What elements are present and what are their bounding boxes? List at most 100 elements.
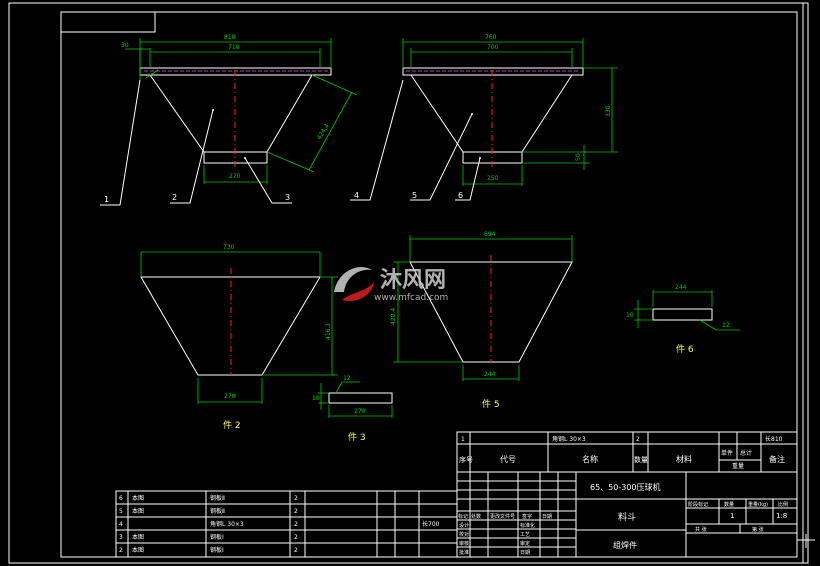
- role-review: 审核: [459, 540, 469, 547]
- bom-row-qty: 2: [294, 495, 298, 502]
- watermark-text: 沐风网: [380, 268, 446, 293]
- bom-h-weight: 重量: [732, 462, 744, 470]
- dim-right-step: 50: [575, 153, 582, 161]
- bom-row-no: 4: [119, 521, 123, 528]
- part-2-view: 730 416.1 270 件 2: [140, 244, 338, 431]
- bom-row: 2 本图 钢板Ⅰ 2: [119, 546, 298, 554]
- bom-h-name: 名称: [582, 454, 598, 464]
- bom-row-code: 本图: [132, 507, 144, 515]
- bom-row-qty: 2: [294, 534, 298, 541]
- qty-header: 数量: [724, 501, 734, 508]
- drawing-type: 组焊件: [613, 540, 637, 550]
- role-approve2: 审定: [520, 540, 530, 547]
- dim-part2-bottom: 270: [224, 393, 236, 400]
- callout-1: 1: [104, 195, 109, 204]
- bom-row: 5 本图 钢板Ⅱ 2: [119, 507, 298, 515]
- part-6-label: 件 6: [676, 343, 694, 355]
- callout-dot: [212, 109, 214, 111]
- sheet-total: 共 张: [695, 526, 707, 533]
- part-5-view: 694 420.4 244 件 5: [390, 231, 573, 410]
- watermark-logo: 沐风网 www.mfcad.com: [334, 266, 448, 303]
- weight-header: 重量(kg): [748, 501, 768, 508]
- dim-part6-thk: 12: [722, 322, 730, 329]
- stage-header: 阶段标记: [688, 501, 708, 508]
- dim-part6-top: 244: [675, 284, 687, 291]
- dim-part5-top: 694: [484, 231, 496, 238]
- bom-h-code: 代号: [500, 454, 516, 464]
- bom-h-no: 序号: [459, 455, 473, 464]
- bom-row-qty: 2: [294, 508, 298, 515]
- dim-left-bottom: 270: [229, 173, 241, 180]
- sheet-number: 第 张: [752, 526, 764, 533]
- callout-dot: [244, 157, 246, 159]
- bom-h-total: 总计: [740, 449, 752, 457]
- dim-right-height: 330: [605, 105, 612, 117]
- bom-row-code: 本图: [132, 533, 144, 541]
- bom-h-remark: 备注: [769, 454, 785, 464]
- bom-row-remark: 长700: [422, 520, 440, 528]
- role-std: 标准化: [520, 522, 535, 529]
- part-2-label: 件 2: [223, 419, 241, 431]
- bom-row-name: 钢板Ⅰ: [210, 533, 224, 541]
- role-process: 工艺: [520, 532, 530, 538]
- callout-2: 2: [172, 193, 177, 202]
- scale-header: 比例: [778, 501, 788, 508]
- bom-top-no: 1: [461, 436, 465, 443]
- part-3-label: 件 3: [348, 431, 366, 443]
- sheet-border: [8, 2, 809, 564]
- callout-dot: [471, 113, 473, 115]
- dim-left-outer: 810: [224, 34, 236, 41]
- dim-right-inner: 700: [487, 44, 499, 51]
- rev-col-sign: 签字: [522, 513, 532, 520]
- bom-h-qty: 数量: [634, 455, 648, 464]
- bom-row: 3 本图 钢板Ⅰ 2: [119, 533, 298, 541]
- callout-3: 3: [285, 193, 290, 202]
- role-date: 日期: [520, 550, 530, 556]
- callout-6: 6: [458, 191, 463, 200]
- bom-row-code: 本图: [132, 494, 144, 502]
- bom-row-no: 2: [119, 547, 123, 554]
- bom-top-qty: 2: [636, 436, 640, 443]
- part-6-view: 244 10 12 件 6: [626, 284, 740, 355]
- bom-row-name: 钢板Ⅱ: [210, 507, 225, 515]
- view-left: 810 710 30 270 424.4 1 2 3: [100, 34, 358, 206]
- bom-table: 1 角钢L 30×3 2 长810 序号 代号 名称 数量 材料 单件 总计 重…: [456, 431, 798, 473]
- bom-rows-left: 6 本图 钢板Ⅱ 2 5 本图 钢板Ⅱ 2 4 角钢L 30×3 2 长700 …: [115, 490, 458, 558]
- dim-part6-h: 10: [626, 312, 634, 319]
- view-right: 760 700 330 50 250 4 5 6: [350, 34, 618, 201]
- part-5-label: 件 5: [482, 398, 500, 410]
- bom-h-unit: 单件: [721, 449, 733, 457]
- bom-row-name: 钢板Ⅱ: [210, 494, 225, 502]
- bom-row-code: 本图: [132, 546, 144, 554]
- qty-value: 1: [730, 512, 734, 520]
- project-title: 65、50-300压球机: [590, 482, 661, 492]
- bom-row-qty: 2: [294, 547, 298, 554]
- dim-right-outer: 760: [485, 34, 497, 41]
- callout-dot: [479, 157, 481, 159]
- bom-top-remark: 长810: [765, 435, 783, 443]
- bom-row-no: 5: [119, 508, 123, 515]
- dim-part3-h: 10: [312, 395, 320, 402]
- dim-part5-bottom: 244: [484, 371, 496, 378]
- dim-left-flange: 30: [121, 42, 129, 49]
- dim-part2-top: 730: [223, 244, 235, 251]
- part-3-view: 270 10 12 件 3: [312, 375, 393, 443]
- rev-col-file: 更改文件号: [490, 513, 515, 520]
- dim-part5-height: 420.4: [390, 308, 397, 325]
- dim-left-inner: 710: [228, 44, 240, 51]
- bom-row-name: 钢板Ⅰ: [210, 546, 224, 554]
- role-design: 设计: [459, 522, 469, 529]
- bom-row: 4 角钢L 30×3 2 长700: [119, 520, 440, 528]
- dim-left-slant: 424.4: [316, 123, 331, 141]
- bom-row-name: 角钢L 30×3: [210, 520, 244, 528]
- role-check: 校对: [459, 531, 469, 538]
- dim-part2-height: 416.1: [325, 323, 332, 340]
- dim-right-bottom: 250: [487, 175, 499, 182]
- bom-row: 6 本图 钢板Ⅱ 2: [119, 494, 298, 502]
- bom-row-no: 6: [119, 495, 123, 502]
- dim-part3-thk: 12: [343, 375, 351, 382]
- dim-part3-len: 270: [354, 408, 366, 415]
- callout-5: 5: [412, 191, 417, 200]
- part-name: 料斗: [618, 511, 636, 523]
